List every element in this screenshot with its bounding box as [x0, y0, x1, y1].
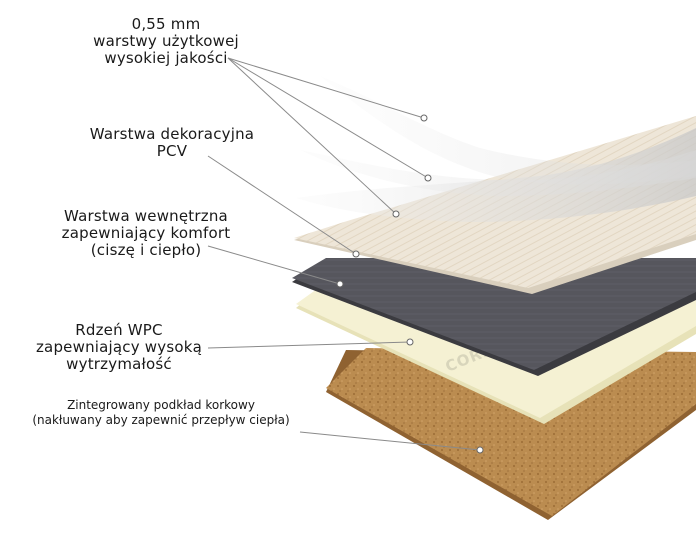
label-line: wytrzymałość — [28, 356, 210, 373]
label-line: zapewniający komfort — [54, 225, 238, 242]
label-inner-layer: Warstwa wewnętrzna zapewniający komfort … — [54, 208, 238, 259]
label-line: zapewniający wysoką — [28, 339, 210, 356]
label-line: warstwy użytkowej — [82, 33, 250, 50]
label-line: (ciszę i ciepło) — [54, 242, 238, 259]
label-decor-layer: Warstwa dekoracyjna PCV — [80, 126, 264, 160]
label-line: Warstwa dekoracyjna — [80, 126, 264, 143]
label-wpc-core: Rdzeń WPC zapewniający wysoką wytrzymało… — [28, 322, 210, 373]
label-line: PCV — [80, 143, 264, 160]
label-line: 0,55 mm — [82, 16, 250, 33]
label-line: wysokiej jakości — [82, 50, 250, 67]
label-line: (nakłuwany aby zapewnić przepływ ciepła) — [16, 413, 306, 428]
label-line: Warstwa wewnętrzna — [54, 208, 238, 225]
label-line: Rdzeń WPC — [28, 322, 210, 339]
label-wear-layer: 0,55 mm warstwy użytkowej wysokiej jakoś… — [82, 16, 250, 67]
label-cork-layer: Zintegrowany podkład korkowy (nakłuwany … — [16, 398, 306, 428]
label-line: Zintegrowany podkład korkowy — [16, 398, 306, 413]
